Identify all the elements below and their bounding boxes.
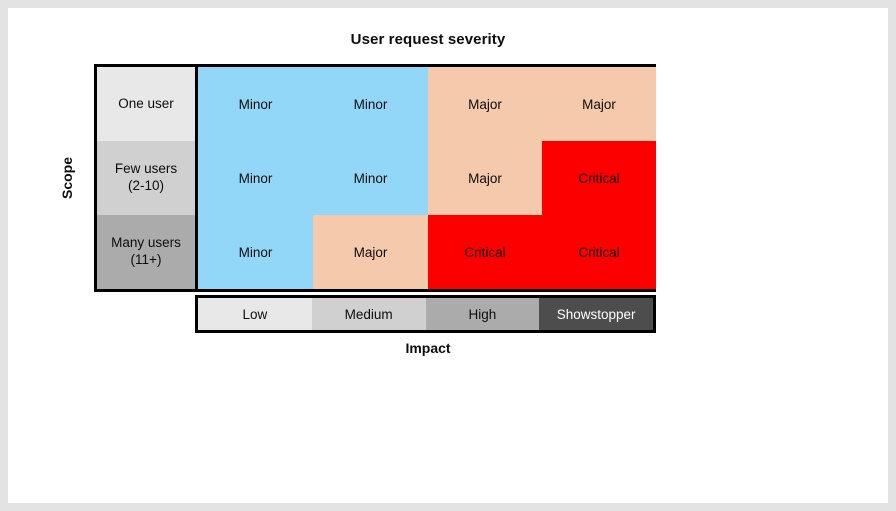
- row-header-one-user: One user: [97, 67, 195, 141]
- matrix-cell: Minor: [313, 67, 428, 141]
- row-header-line1: Few users: [114, 161, 178, 177]
- row-header-many-users: Many users (11+): [97, 215, 195, 289]
- row-header-line2: (11+): [130, 252, 162, 267]
- page-title: User request severity: [350, 31, 506, 48]
- x-axis-scale: Low Medium High Showstopper: [195, 295, 656, 333]
- x-tick-high: High: [425, 298, 540, 330]
- matrix-cell: Major: [428, 67, 542, 141]
- severity-matrix: One user Few users (2-10) Many users (11…: [94, 64, 656, 292]
- matrix-cell: Critical: [542, 215, 656, 289]
- row-header-few-users: Few users (2-10): [97, 141, 195, 215]
- matrix-cell: Minor: [313, 141, 428, 215]
- x-tick-low: Low: [198, 298, 312, 330]
- x-tick-showstopper: Showstopper: [539, 298, 653, 330]
- matrix-cells: Minor Minor Major Major Minor Minor Majo…: [198, 67, 656, 289]
- matrix-cell: Critical: [542, 141, 656, 215]
- matrix-cell: Minor: [198, 67, 313, 141]
- slide-canvas: User request severity Scope One user Few…: [8, 8, 888, 503]
- row-header-line1: Many users: [111, 235, 181, 251]
- row-header-column: One user Few users (2-10) Many users (11…: [97, 67, 198, 289]
- matrix-cell: Minor: [198, 141, 313, 215]
- matrix-cell: Major: [542, 67, 656, 141]
- matrix-cell: Minor: [198, 215, 313, 289]
- x-axis-label: Impact: [405, 340, 451, 356]
- row-header-line2: (2-10): [127, 178, 164, 193]
- matrix-cell: Major: [313, 215, 428, 289]
- matrix-cell: Major: [428, 141, 542, 215]
- x-tick-medium: Medium: [311, 298, 426, 330]
- matrix-cell: Critical: [428, 215, 542, 289]
- row-header-line1: One user: [118, 95, 174, 111]
